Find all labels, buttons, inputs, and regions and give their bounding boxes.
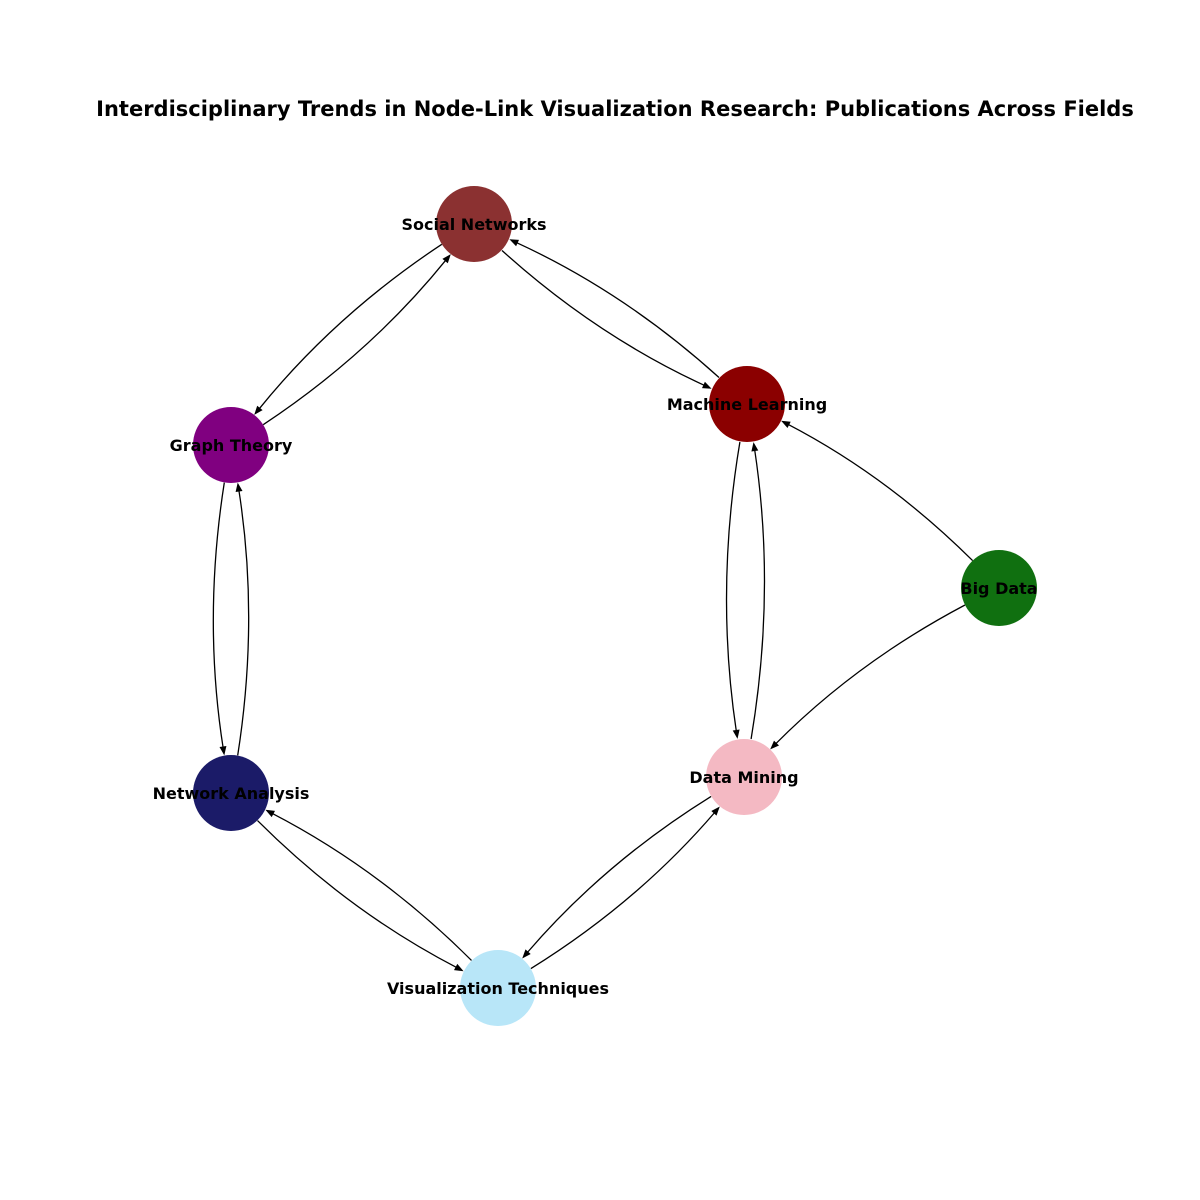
node-label-social-networks: Social Networks xyxy=(401,215,546,234)
edge-visualization_techniques-to-network_analysis xyxy=(271,812,472,961)
edge-machine_learning-to-data_mining xyxy=(725,441,741,732)
arrowhead-data_mining-to-machine_learning xyxy=(751,442,759,452)
node-label-big-data: Big Data xyxy=(960,579,1037,598)
edge-network_analysis-to-visualization_techniques xyxy=(257,820,458,969)
arrowhead-network_analysis-to-visualization_techniques xyxy=(454,963,464,972)
node-label-machine-learning: Machine Learning xyxy=(667,395,827,414)
node-label-visualization-techniques: Visualization Techniques xyxy=(387,979,609,998)
arrowhead-graph_theory-to-network_analysis xyxy=(219,746,227,756)
arrowhead-big_data-to-data_mining xyxy=(770,740,779,750)
edge-big_data-to-machine_learning xyxy=(787,423,974,562)
node-graph-theory xyxy=(193,407,269,483)
node-network-analysis xyxy=(193,755,269,831)
diagram-title: Interdisciplinary Trends in Node-Link Vi… xyxy=(96,97,1134,121)
arrowhead-social_networks-to-graph_theory xyxy=(254,405,263,415)
arrowhead-data_mining-to-visualization_techniques xyxy=(522,949,531,959)
edge-network_analysis-to-graph_theory xyxy=(237,489,250,756)
edge-data_mining-to-machine_learning xyxy=(750,449,766,740)
arrowhead-social_networks-to-machine_learning xyxy=(702,381,712,389)
node-visualization-techniques xyxy=(460,950,536,1026)
arrowhead-machine_learning-to-social_networks xyxy=(509,239,519,247)
nodes-layer xyxy=(193,186,1037,1026)
edge-big_data-to-data_mining xyxy=(774,604,966,745)
node-big-data xyxy=(961,550,1037,626)
arrowhead-graph_theory-to-social_networks xyxy=(442,254,451,264)
arrowhead-big_data-to-machine_learning xyxy=(781,420,791,428)
edge-graph_theory-to-social_networks xyxy=(262,259,447,426)
arrowhead-visualization_techniques-to-data_mining xyxy=(711,806,720,816)
node-data-mining xyxy=(706,739,782,815)
arrowhead-visualization_techniques-to-network_analysis xyxy=(265,809,275,818)
node-social-networks xyxy=(436,186,512,262)
arrowhead-network_analysis-to-graph_theory xyxy=(235,482,243,492)
edge-data_mining-to-visualization_techniques xyxy=(526,795,712,954)
edge-graph_theory-to-network_analysis xyxy=(212,482,225,749)
edge-machine_learning-to-social_networks xyxy=(515,241,720,378)
edge-visualization_techniques-to-data_mining xyxy=(530,811,716,970)
node-machine-learning xyxy=(709,366,785,442)
node-label-network-analysis: Network Analysis xyxy=(153,784,310,803)
edge-social_networks-to-machine_learning xyxy=(501,250,706,387)
node-label-data-mining: Data Mining xyxy=(689,768,798,787)
arrowhead-machine_learning-to-data_mining xyxy=(732,729,740,739)
edge-social_networks-to-graph_theory xyxy=(258,243,443,410)
edges-layer xyxy=(212,239,974,972)
node-label-graph-theory: Graph Theory xyxy=(170,436,293,455)
